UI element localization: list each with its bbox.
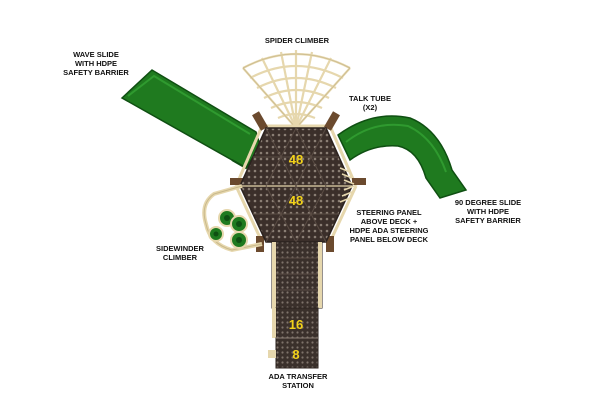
sidewinder-climber (202, 184, 263, 253)
transfer-deck (268, 337, 319, 369)
label-ada-station-line-1: ADA TRANSFER (268, 372, 328, 381)
ramp-walkway (271, 241, 323, 309)
label-talk-tube-line-2: (X2) (362, 103, 378, 112)
label-wave-slide-line-2: WITH HDPE (74, 59, 118, 68)
label-talk-tube: TALK TUBE(X2) (340, 94, 400, 112)
label-spider-climber-line-1: SPIDER CLIMBER (264, 36, 330, 45)
label-degree-slide-line-3: SAFETY BARRIER (455, 216, 521, 225)
label-steering-panel-line-2: ABOVE DECK + (360, 217, 418, 226)
label-sidewinder-line-1: SIDEWINDER (156, 244, 204, 253)
deck-height-upper: 48 (289, 152, 303, 167)
degree-slide (337, 115, 468, 199)
label-steering-panel-line-4: PANEL BELOW DECK (349, 235, 429, 244)
label-wave-slide-line-3: SAFETY BARRIER (63, 68, 129, 77)
spider-climber-outline (242, 53, 351, 129)
step-deck (272, 307, 319, 339)
label-steering-panel-line-3: HDPE ADA STEERING (349, 226, 429, 235)
label-degree-slide-line-1: 90 DEGREE SLIDE (454, 198, 522, 207)
deck-height-transfer: 8 (292, 347, 299, 362)
label-steering-panel-line-1: STEERING PANEL (356, 208, 422, 217)
label-spider-climber: SPIDER CLIMBER (257, 36, 337, 45)
label-sidewinder-line-2: CLIMBER (162, 253, 198, 262)
steering-panel (339, 167, 355, 203)
deck-height-lower: 48 (289, 193, 303, 208)
deck-frame (234, 124, 358, 243)
label-ada-station-line-2: STATION (282, 381, 314, 390)
hex-deck (239, 127, 353, 243)
label-wave-slide-line-1: WAVE SLIDE (73, 50, 119, 59)
label-degree-slide-line-2: WITH HDPE (466, 207, 510, 216)
deck-height-step: 16 (289, 317, 303, 332)
label-talk-tube-line-1: TALK TUBE (349, 94, 391, 103)
wave-slide (120, 69, 263, 170)
